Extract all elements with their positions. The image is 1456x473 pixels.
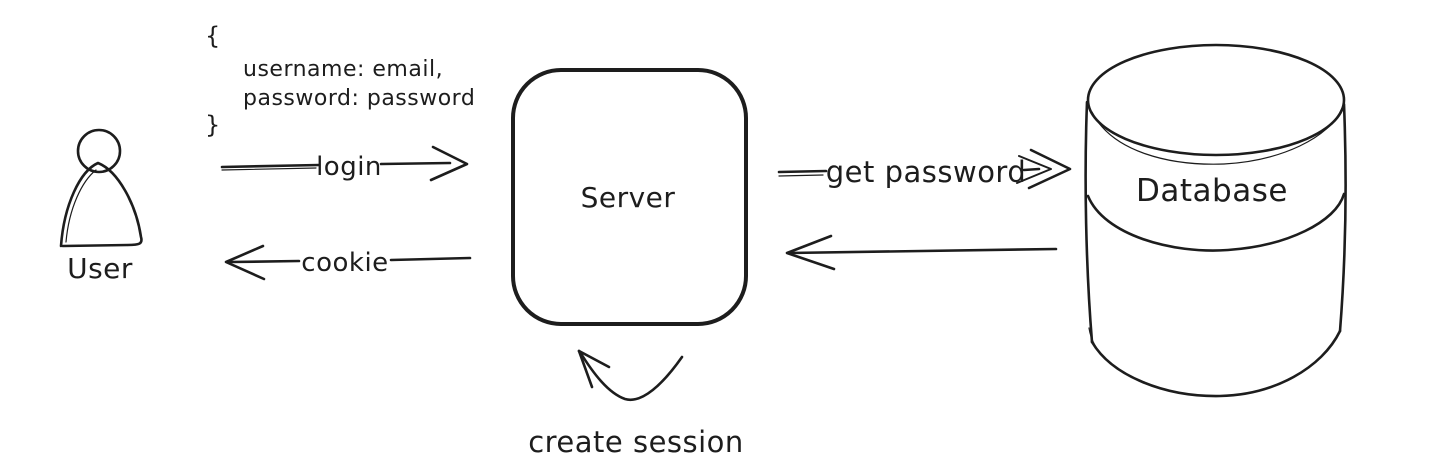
login-label: login xyxy=(316,152,382,182)
cookie-arrow-shaft-left xyxy=(228,259,301,264)
cookie-arrow: cookie xyxy=(224,244,472,281)
database-label: Database xyxy=(1136,173,1288,209)
get-password-shaft-left xyxy=(777,169,828,174)
database-bottom-sketch-line xyxy=(1088,327,1107,360)
database-right-side xyxy=(1338,102,1347,333)
user-body-sketch-line xyxy=(65,169,97,243)
login-arrow-sketch-line xyxy=(221,167,317,171)
password-response-shaft xyxy=(787,247,1058,255)
create-session-barb-1 xyxy=(577,349,611,369)
create-session-arrow: create session xyxy=(528,349,744,459)
get-password-arrow: get password xyxy=(777,148,1072,190)
payload-open-brace: { xyxy=(205,22,221,50)
database-bottom-arc xyxy=(1090,329,1342,398)
database-node: Database xyxy=(1084,43,1347,398)
get-password-shaft-right xyxy=(1022,167,1041,172)
login-arrow-shaft xyxy=(220,163,321,169)
create-session-barb-2 xyxy=(577,349,594,389)
user-node: User xyxy=(59,128,143,285)
database-left-side xyxy=(1084,100,1094,344)
get-password-sketch-line xyxy=(778,174,824,177)
server-node: Server xyxy=(511,68,748,326)
payload-block: { username: email, password: password } xyxy=(205,22,475,139)
server-label: Server xyxy=(581,181,676,214)
login-arrow-shaft-right xyxy=(379,161,452,166)
password-response-arrow xyxy=(785,234,1058,271)
database-top-ellipse xyxy=(1086,43,1346,157)
payload-username-line: username: email, xyxy=(243,57,443,82)
database-top-sketch-arc xyxy=(1091,107,1343,165)
user-label: User xyxy=(67,252,133,285)
payload-password-line: password: password xyxy=(243,86,475,111)
cookie-arrowhead-icon xyxy=(224,244,266,281)
cookie-arrow-shaft-right xyxy=(389,256,472,262)
get-password-label: get password xyxy=(826,155,1027,189)
create-session-label: create session xyxy=(528,425,744,459)
login-arrow: login xyxy=(220,145,469,182)
login-arrowhead-icon xyxy=(429,145,469,182)
password-response-arrowhead-icon xyxy=(785,234,836,271)
user-body-icon xyxy=(59,161,143,248)
cookie-label: cookie xyxy=(301,248,388,278)
user-head-icon xyxy=(76,128,122,174)
payload-close-brace: } xyxy=(205,111,221,139)
server-box xyxy=(511,68,748,326)
database-band-arc xyxy=(1086,192,1346,252)
get-password-arrowhead-sketch xyxy=(1016,155,1052,184)
create-session-curve xyxy=(578,350,684,402)
get-password-arrowhead-icon xyxy=(1027,148,1072,190)
